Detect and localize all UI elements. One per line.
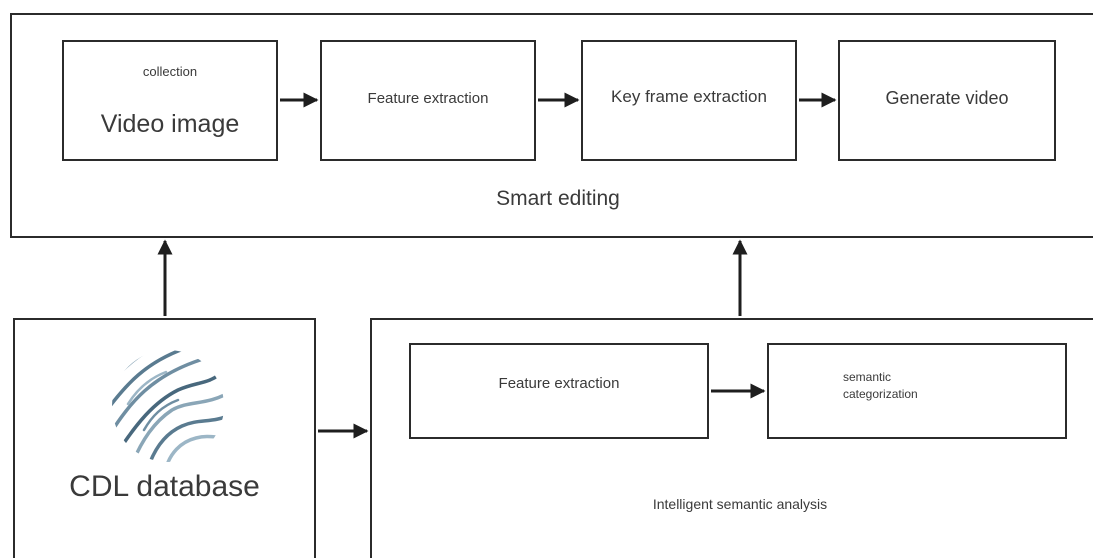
key-frame-extraction-box: Key frame extraction (581, 40, 797, 161)
feature-extraction-label: Feature extraction (367, 90, 489, 107)
semantic-analysis-title: Intelligent semantic analysis (652, 496, 828, 512)
cdl-database-label: CDL database (69, 470, 260, 503)
feature-extraction-box: Feature extraction (320, 40, 536, 161)
cdl-database-box: CDL database (13, 318, 316, 558)
video-image-box: collection Video image (62, 40, 278, 161)
semantic-feature-extraction-box: Feature extraction (409, 343, 709, 439)
fingerprint-swirl-icon (108, 344, 228, 464)
smart-editing-title: Smart editing (496, 187, 620, 210)
video-image-label: Video image (100, 110, 240, 138)
semantic-categorization-box: semantic categorization (767, 343, 1067, 439)
semantic-feature-extraction-label: Feature extraction (498, 375, 620, 392)
generate-video-box: Generate video (838, 40, 1056, 161)
semantic-categorization-label: semantic categorization (843, 370, 918, 401)
key-frame-extraction-label: Key frame extraction (611, 87, 767, 106)
video-image-caption: collection (142, 64, 198, 79)
generate-video-label: Generate video (885, 88, 1009, 108)
